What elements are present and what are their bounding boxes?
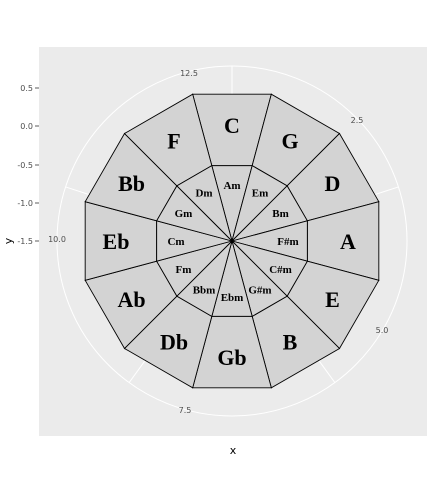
y-tick-label: -1.0 [17, 199, 33, 208]
inner-label: Dm [195, 188, 212, 200]
outer-label: Eb [103, 229, 130, 254]
polar-tick-label: 10.0 [48, 235, 66, 244]
outer-label: Db [160, 329, 188, 354]
inner-label: F#m [277, 236, 298, 248]
inner-label: Gm [175, 208, 193, 220]
inner-wedge-11 [176, 164, 233, 243]
inner-label: Bbm [193, 284, 216, 296]
y-tick-label: -1.5 [17, 237, 33, 246]
wedges [84, 93, 380, 389]
outer-label: E [325, 287, 340, 312]
inner-label: Em [252, 188, 269, 200]
inner-label: Fm [176, 264, 192, 276]
outer-label: B [283, 329, 298, 354]
y-tick-label: 0.0 [20, 122, 33, 131]
y-tick-label: -0.5 [17, 161, 33, 170]
outer-label: D [325, 171, 341, 196]
y-axis-ticks: 0.5 0.0 -0.5 -1.0 -1.5 [17, 84, 39, 246]
polar-tick-label: 5.0 [376, 326, 389, 335]
y-axis-title: y [2, 237, 15, 244]
polar-ticks: 12.5 2.5 5.0 7.5 10.0 [48, 69, 388, 415]
inner-label: Bm [272, 208, 289, 220]
inner-label: C#m [269, 264, 292, 276]
outer-label: Ab [117, 287, 145, 312]
outer-label: A [340, 229, 356, 254]
outer-label: G [281, 129, 298, 154]
polar-tick-label: 7.5 [179, 406, 192, 415]
inner-label: Am [223, 180, 240, 192]
outer-label: Gb [217, 345, 246, 370]
outer-label: C [224, 113, 240, 138]
y-tick-label: 0.5 [20, 84, 33, 93]
outer-label: Bb [118, 171, 145, 196]
inner-label: Cm [167, 236, 184, 248]
x-axis-title: x [230, 444, 237, 457]
inner-label: G#m [248, 284, 271, 296]
polar-tick-label: 12.5 [180, 69, 198, 78]
outer-label: F [167, 129, 180, 154]
inner-label: Ebm [221, 292, 244, 304]
polar-tick-label: 2.5 [351, 116, 364, 125]
